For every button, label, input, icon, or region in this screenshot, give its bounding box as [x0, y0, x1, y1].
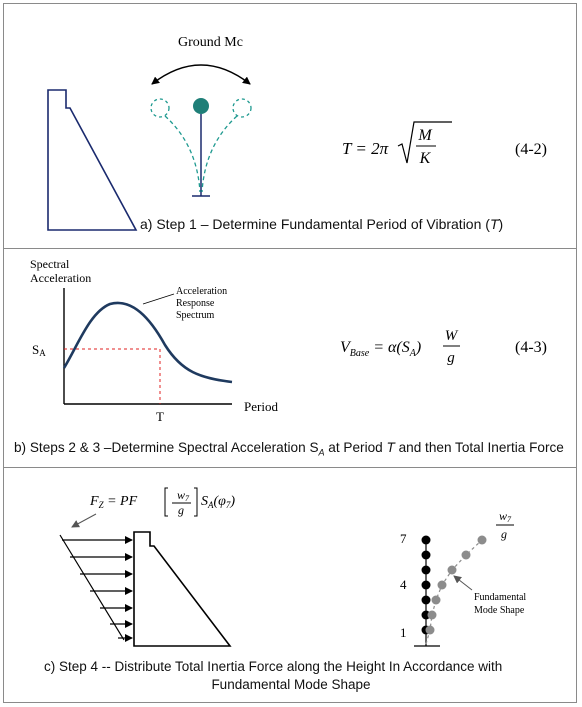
panel-divider-ab — [3, 248, 577, 249]
level-label-1: 1 — [400, 625, 407, 640]
eq42-number: (4-2) — [515, 141, 547, 158]
force-frac-num: w7 — [177, 488, 190, 503]
caption-b-var: T — [386, 440, 395, 455]
level-label-4: 4 — [400, 577, 407, 592]
eq43-lhs: VBase = α(SA) — [340, 339, 421, 359]
dam-outline-c — [133, 531, 232, 647]
mode-nodes-gray — [425, 535, 487, 635]
spectral-ylabel-2: Acceleration — [30, 271, 91, 285]
panel-a: Ground Mc T = 2π M K (4-2) — [47, 35, 547, 231]
force-equation: FZ = PF — [89, 494, 138, 510]
displaced-stem-left — [164, 115, 201, 193]
caption-c-line2: Fundamental Mode Shape — [0, 677, 582, 692]
node-gray — [447, 565, 457, 575]
wt-denominator: g — [501, 527, 507, 541]
caption-a: a) Step 1 – Determine Fundamental Period… — [140, 216, 503, 232]
node-gray — [437, 580, 447, 590]
load-arrows — [62, 536, 133, 642]
ground-label: Ground Mc — [178, 35, 243, 50]
load-boundary — [59, 534, 125, 641]
node-black — [421, 535, 431, 545]
panel-b: Spectral Acceleration Acceleration Respo… — [30, 257, 547, 424]
curve-label-1: Acceleration — [176, 286, 227, 297]
wt-numerator: w7 — [499, 509, 512, 524]
caption-b-sub: A — [318, 447, 325, 458]
curve-label-2: Response — [176, 298, 215, 309]
force-leader-arrow — [71, 513, 97, 528]
eq43-number: (4-3) — [515, 339, 547, 356]
mass-circle — [193, 98, 209, 114]
mode-label-1: Fundamental — [474, 592, 526, 603]
caption-b-prefix: b) Steps 2 & 3 –Determine Spectral Accel… — [14, 440, 319, 455]
mode-label-leader — [453, 575, 473, 591]
caption-b: b) Steps 2 & 3 –Determine Spectral Accel… — [14, 440, 564, 458]
displaced-stem-right — [201, 115, 238, 193]
caption-c-text2: Fundamental Mode Shape — [211, 677, 371, 692]
displaced-mass-right — [232, 98, 252, 118]
dam-outline-a — [47, 89, 138, 231]
caption-c-line1: c) Step 4 -- Distribute Total Inertia Fo… — [44, 659, 502, 674]
caption-b-mid: at Period — [324, 440, 387, 455]
spectral-ylabel-1: Spectral — [30, 257, 70, 271]
displaced-mass-left — [150, 98, 170, 118]
panel-c: FZ = PF w7 g SA(φ7) — [59, 487, 526, 647]
mode-label-2: Mode Shape — [474, 605, 525, 616]
node-black — [421, 550, 431, 560]
eq42-denominator: K — [419, 150, 432, 167]
eq42-radical — [397, 121, 452, 164]
figure-frame — [3, 3, 577, 703]
curve-label-leader — [142, 293, 175, 305]
eq43-denominator: g — [447, 350, 455, 366]
node-gray — [477, 535, 487, 545]
caption-b-end: and then Total Inertia Force — [394, 440, 564, 455]
eq42-numerator: M — [417, 127, 433, 144]
caption-a-suffix: ) — [498, 216, 504, 232]
period-xlabel: Period — [244, 399, 278, 414]
force-bracket-right — [194, 487, 198, 517]
node-black — [421, 565, 431, 575]
caption-a-prefix: a) Step 1 – Determine Fundamental Period… — [140, 216, 490, 232]
node-black — [421, 580, 431, 590]
node-gray — [461, 550, 471, 560]
response-spectrum-curve — [62, 301, 233, 384]
eq42-lhs: T = 2π — [342, 139, 389, 158]
t-axis-label: T — [156, 409, 164, 424]
level-label-7: 7 — [400, 531, 407, 546]
node-gray — [425, 625, 435, 635]
oscillation-arrow — [151, 64, 251, 85]
sa-label: SA — [32, 342, 46, 358]
curve-label-3: Spectrum — [176, 310, 215, 321]
panel-divider-bc — [3, 467, 577, 468]
caption-c-text1: c) Step 4 -- Distribute Total Inertia Fo… — [44, 659, 503, 674]
force-frac-den: g — [178, 503, 184, 517]
mode-nodes-black — [421, 535, 431, 635]
force-tail: SA(φ7) — [201, 494, 235, 510]
node-gray — [427, 610, 437, 620]
eq43-numerator: W — [445, 328, 459, 344]
caption-a-var: T — [489, 216, 499, 232]
node-gray — [431, 595, 441, 605]
node-black — [421, 595, 431, 605]
force-bracket-left — [164, 487, 168, 517]
